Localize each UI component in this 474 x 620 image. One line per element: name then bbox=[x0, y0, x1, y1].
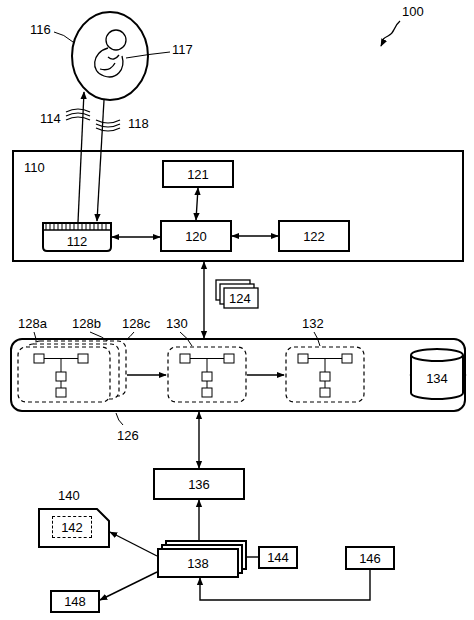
connector-arrow bbox=[100, 572, 157, 600]
callout-number: 116 bbox=[30, 22, 51, 37]
input-box: 146 bbox=[345, 546, 395, 570]
connector-arrow bbox=[198, 412, 199, 468]
wave-symbol bbox=[66, 109, 120, 131]
callout-number: 110 bbox=[24, 160, 45, 175]
callout-number: 124 bbox=[229, 291, 251, 306]
callout-number: 148 bbox=[64, 594, 86, 609]
output-box: 148 bbox=[50, 590, 100, 613]
callout-number: 130 bbox=[166, 316, 188, 331]
controller-box: 120 bbox=[160, 220, 232, 252]
callout-number: 126 bbox=[117, 428, 139, 443]
callout-number: 128a bbox=[18, 316, 47, 331]
display-device: 140142 bbox=[38, 508, 110, 548]
callout-number: 122 bbox=[303, 229, 325, 244]
transmit-beam bbox=[78, 92, 84, 222]
device-box: 144 bbox=[258, 546, 298, 569]
display-region: 142 bbox=[52, 516, 92, 538]
stacked-device-box: 138 bbox=[157, 548, 239, 578]
callout-number: 144 bbox=[267, 550, 289, 565]
callout-number: 121 bbox=[187, 167, 209, 182]
callout-number: 100 bbox=[402, 4, 424, 19]
callout-number: 132 bbox=[302, 316, 324, 331]
processing-pipeline: 126 bbox=[10, 338, 466, 412]
memory-box: 122 bbox=[278, 220, 350, 252]
pipeline-stages bbox=[18, 341, 364, 402]
system-housing: 110 121 112 120 122 bbox=[12, 150, 464, 262]
callout-number: 140 bbox=[58, 488, 80, 503]
echo-beam bbox=[97, 100, 104, 221]
callout-number: 120 bbox=[185, 229, 207, 244]
callout-number: 138 bbox=[187, 556, 209, 571]
callout-number: 117 bbox=[172, 42, 193, 57]
connector-arrow bbox=[112, 236, 160, 237]
connector-arrow bbox=[110, 532, 157, 556]
callout-number: 114 bbox=[40, 111, 61, 126]
interface-box: 136 bbox=[153, 468, 245, 500]
callout-number: 134 bbox=[426, 371, 448, 386]
callout-number: 136 bbox=[188, 477, 210, 492]
callout-number: 146 bbox=[359, 551, 381, 566]
data-sheets bbox=[216, 280, 258, 308]
processor-box: 121 bbox=[162, 160, 234, 188]
callout-number: 118 bbox=[128, 116, 149, 131]
figure-pointer bbox=[381, 21, 400, 46]
transducer-array: 112 bbox=[42, 222, 112, 252]
database-cylinder: 134 bbox=[410, 348, 464, 400]
callout-number: 128b bbox=[72, 316, 101, 331]
connector-arrow bbox=[232, 235, 278, 236]
callout-number: 142 bbox=[61, 520, 83, 535]
connector-arrow bbox=[203, 262, 204, 338]
fetus-figure bbox=[95, 30, 126, 77]
connector-arrow bbox=[196, 188, 198, 220]
callout-number: 112 bbox=[67, 234, 88, 249]
callout-number: 128c bbox=[122, 316, 150, 331]
